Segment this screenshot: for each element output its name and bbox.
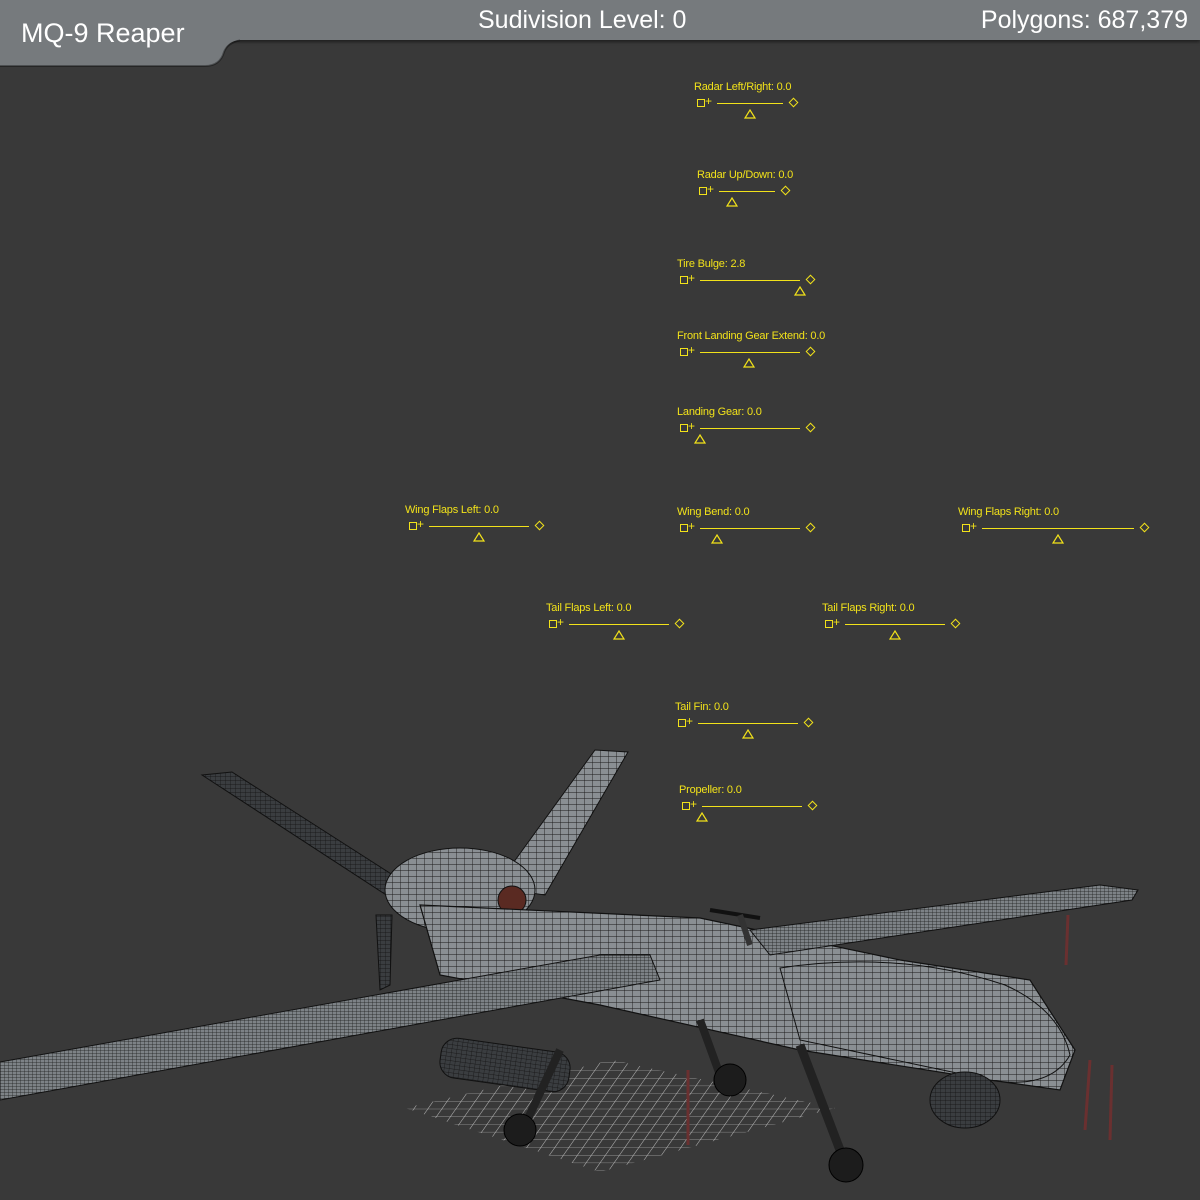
slider-track[interactable] xyxy=(700,528,800,529)
add-key-icon[interactable]: + xyxy=(688,419,696,433)
reset-key-icon[interactable] xyxy=(699,187,707,195)
add-key-icon[interactable]: + xyxy=(690,797,698,811)
missile-rack xyxy=(439,1037,571,1093)
slider-label: Tail Fin: 0.0 xyxy=(675,701,729,713)
reset-key-icon[interactable] xyxy=(825,620,833,628)
add-key-icon[interactable]: + xyxy=(833,615,841,629)
main-wheel-left xyxy=(503,1113,537,1147)
reset-key-icon[interactable] xyxy=(697,99,705,107)
slider-track[interactable] xyxy=(700,352,800,353)
reset-key-icon[interactable] xyxy=(680,348,688,356)
add-key-icon[interactable]: + xyxy=(705,94,713,108)
slider-track[interactable] xyxy=(702,806,802,807)
slider-track[interactable] xyxy=(982,528,1134,529)
slider-label: Wing Bend: 0.0 xyxy=(677,506,750,518)
slider-label: Tail Flaps Left: 0.0 xyxy=(546,602,632,614)
slider-label: Radar Left/Right: 0.0 xyxy=(694,81,792,93)
slider-track[interactable] xyxy=(719,191,775,192)
title-tab xyxy=(0,0,240,68)
add-key-icon[interactable]: + xyxy=(557,615,565,629)
main-wheel-right xyxy=(713,1063,747,1097)
slider-label: Front Landing Gear Extend: 0.0 xyxy=(677,330,826,342)
slider-track[interactable] xyxy=(569,624,669,625)
add-key-icon[interactable]: + xyxy=(688,519,696,533)
reset-key-icon[interactable] xyxy=(680,424,688,432)
reset-key-icon[interactable] xyxy=(678,719,686,727)
slider-label: Tail Flaps Right: 0.0 xyxy=(822,602,915,614)
slider-track[interactable] xyxy=(845,624,945,625)
reset-key-icon[interactable] xyxy=(680,524,688,532)
add-key-icon[interactable]: + xyxy=(417,517,425,531)
slider-track[interactable] xyxy=(700,428,800,429)
add-key-icon[interactable]: + xyxy=(686,714,694,728)
tail-surface xyxy=(494,749,629,896)
propeller-blade xyxy=(375,914,393,991)
reset-key-icon[interactable] xyxy=(962,524,970,532)
slider-label: Tire Bulge: 2.8 xyxy=(677,258,746,270)
add-key-icon[interactable]: + xyxy=(688,343,696,357)
slider-track[interactable] xyxy=(429,526,529,527)
add-key-icon[interactable]: + xyxy=(707,182,715,196)
slider-track[interactable] xyxy=(717,103,783,104)
reset-key-icon[interactable] xyxy=(680,276,688,284)
polygon-count: Polygons: 687,379 xyxy=(980,6,1188,34)
slider-label: Wing Flaps Left: 0.0 xyxy=(405,504,499,516)
slider-label: Propeller: 0.0 xyxy=(679,784,742,796)
add-key-icon[interactable]: + xyxy=(688,271,696,285)
model-title: MQ-9 Reaper xyxy=(21,18,185,48)
sensor-turret xyxy=(929,1071,1001,1129)
slider-label: Wing Flaps Right: 0.0 xyxy=(958,506,1059,518)
slider-track[interactable] xyxy=(698,723,798,724)
nose-wheel xyxy=(828,1147,864,1183)
right-wing xyxy=(749,884,1139,956)
left-wing-front xyxy=(0,954,661,1101)
nose-dome xyxy=(779,961,1071,1083)
slider-label: Radar Up/Down: 0.0 xyxy=(697,169,794,181)
add-key-icon[interactable]: + xyxy=(970,519,978,533)
reset-key-icon[interactable] xyxy=(682,802,690,810)
slider-label: Landing Gear: 0.0 xyxy=(677,406,762,418)
slider-track[interactable] xyxy=(700,280,800,281)
subdivision-level: Sudivision Level: 0 xyxy=(478,6,687,34)
reset-key-icon[interactable] xyxy=(409,522,417,530)
reset-key-icon[interactable] xyxy=(549,620,557,628)
